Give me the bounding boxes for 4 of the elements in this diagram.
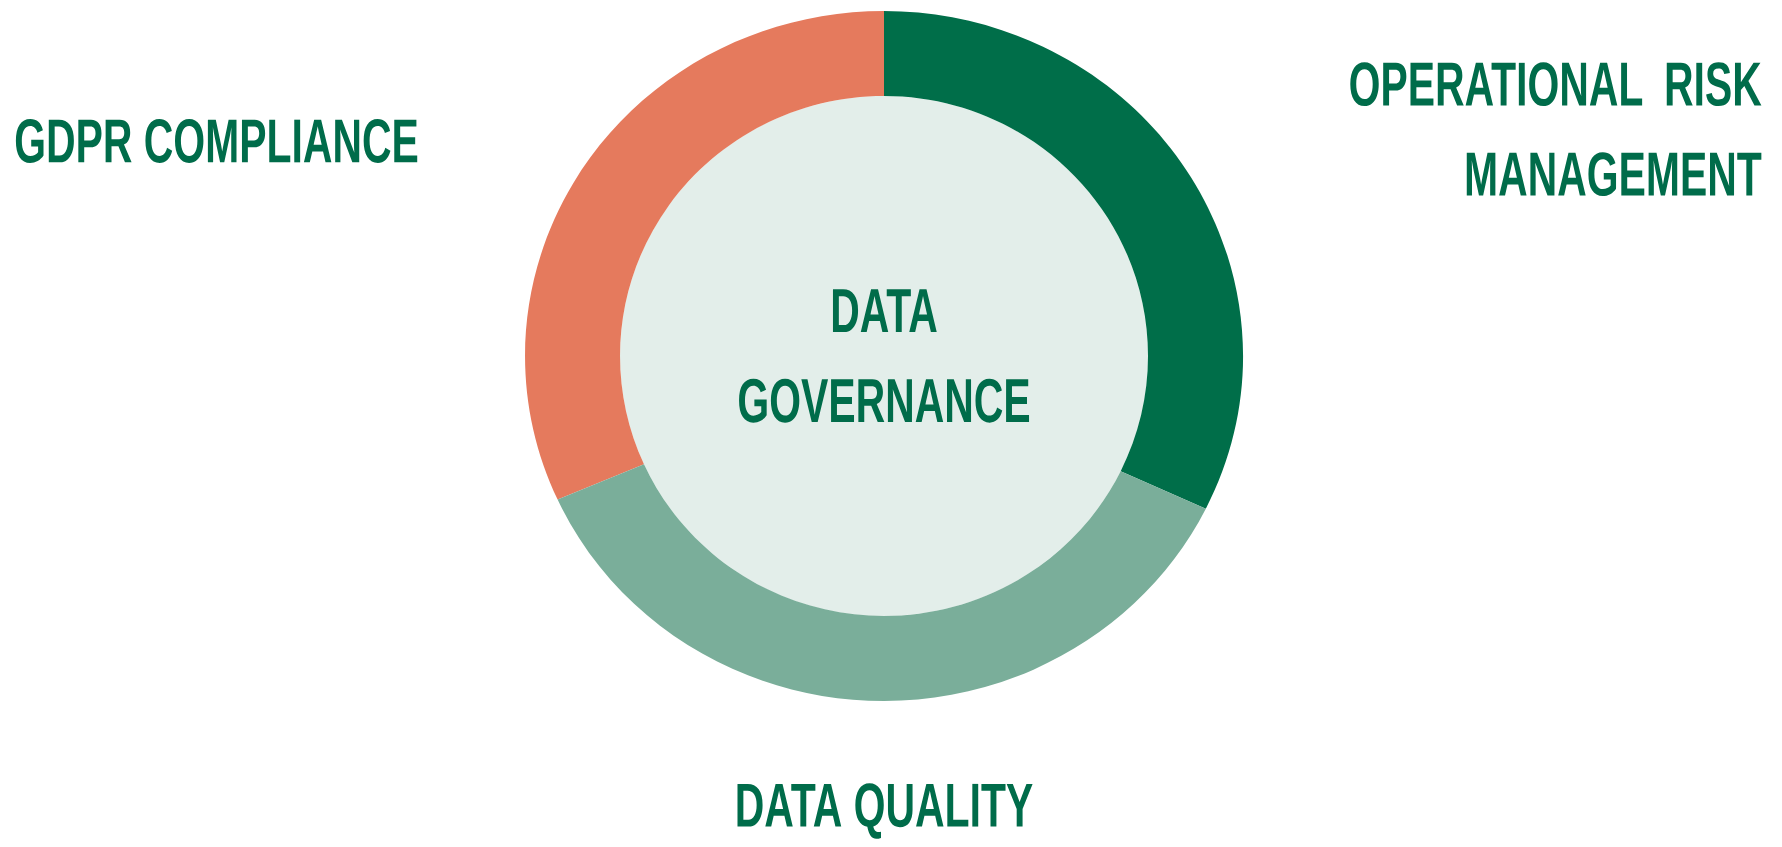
ring-segment — [557, 464, 1206, 701]
segment-label: GDPR COMPLIANCE — [15, 119, 418, 163]
segment-label: DATA QUALITY — [737, 783, 1033, 839]
segment-label: OPERATIONAL RISK MANAGEMENT — [1350, 62, 1762, 197]
